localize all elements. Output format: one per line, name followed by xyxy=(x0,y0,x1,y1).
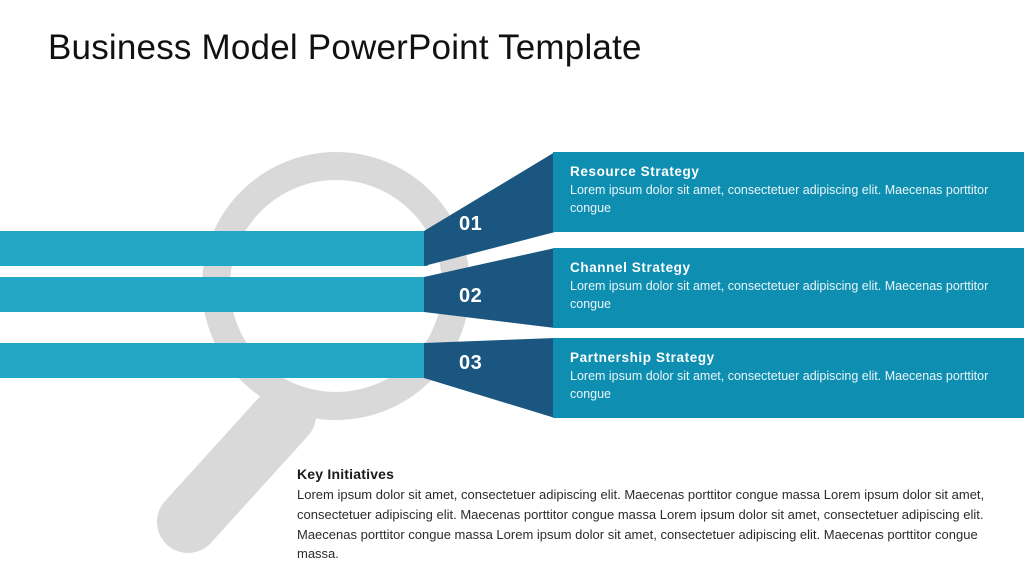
flow-bar-2 xyxy=(0,277,428,312)
number-trapezoid-3 xyxy=(424,338,555,418)
key-initiatives-section: Key Initiatives Lorem ipsum dolor sit am… xyxy=(297,466,997,564)
strategy-title-3: Partnership Strategy xyxy=(570,350,715,365)
strategy-title-1: Resource Strategy xyxy=(570,164,700,179)
strategy-card-1[interactable]: Resource Strategy Lorem ipsum dolor sit … xyxy=(553,152,1024,232)
page-title: Business Model PowerPoint Template xyxy=(48,28,642,67)
strategy-description-2: Lorem ipsum dolor sit amet, consectetuer… xyxy=(570,279,989,312)
strategy-title-2: Channel Strategy xyxy=(570,260,691,275)
strategy-description-3: Lorem ipsum dolor sit amet, consectetuer… xyxy=(570,369,989,402)
key-initiatives-title: Key Initiatives xyxy=(297,466,395,482)
step-number-3: 03 xyxy=(459,352,483,374)
step-number-2: 02 xyxy=(459,285,483,307)
key-initiatives-body: Lorem ipsum dolor sit amet, consectetuer… xyxy=(297,487,985,562)
strategy-description-1: Lorem ipsum dolor sit amet, consectetuer… xyxy=(570,183,989,216)
strategy-card-2[interactable]: Channel Strategy Lorem ipsum dolor sit a… xyxy=(553,248,1024,328)
strategy-card-3[interactable]: Partnership Strategy Lorem ipsum dolor s… xyxy=(553,338,1024,418)
flow-bar-1 xyxy=(0,231,428,266)
number-trapezoid-1 xyxy=(424,152,555,266)
flow-bar-3 xyxy=(0,343,428,378)
number-trapezoid-2 xyxy=(424,248,555,328)
step-number-1: 01 xyxy=(459,213,483,235)
